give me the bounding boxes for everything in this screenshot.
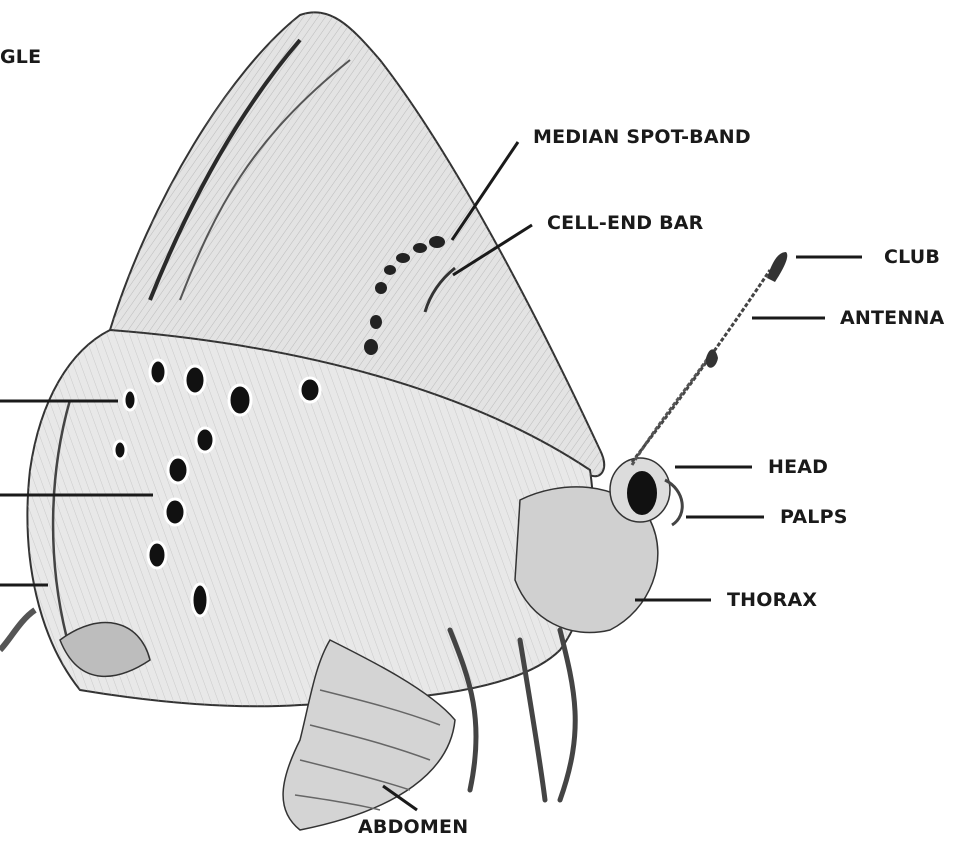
- label-antenna: ANTENNA: [840, 309, 944, 328]
- eye: [627, 471, 657, 515]
- tail: [0, 610, 35, 650]
- antenna-second: [632, 352, 712, 465]
- label-abdomen: ABDOMEN: [358, 818, 468, 837]
- antenna-second-club: [706, 349, 718, 367]
- label-palps: PALPS: [780, 508, 848, 527]
- label-angle: GLE: [0, 48, 41, 67]
- antenna-club: [767, 252, 787, 282]
- label-head: HEAD: [768, 458, 828, 477]
- label-median-spot-band: MEDIAN SPOT-BAND: [533, 128, 751, 147]
- label-cell-end-bar: CELL-END BAR: [547, 214, 704, 233]
- label-thorax: THORAX: [727, 591, 817, 610]
- label-club: CLUB: [884, 248, 940, 267]
